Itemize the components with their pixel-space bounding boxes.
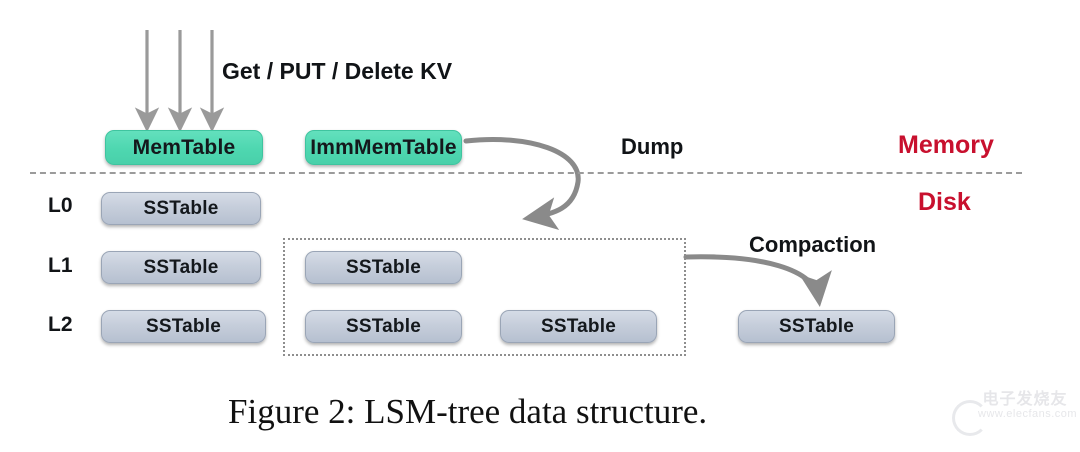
node-immmemtable[interactable]: ImmMemTable xyxy=(305,130,462,165)
node-memtable[interactable]: MemTable xyxy=(105,130,263,165)
watermark-url: www.elecfans.com xyxy=(978,407,1078,420)
node-immmemtable-label: ImmMemTable xyxy=(310,135,457,159)
node-sstable-l2-label: SSTable xyxy=(146,315,221,337)
node-sstable-l2[interactable]: SSTable xyxy=(101,310,266,343)
node-sstable-l1-label: SSTable xyxy=(143,256,219,278)
figure-caption: Figure 2: LSM-tree data structure. xyxy=(228,392,708,431)
node-sstable-l0[interactable]: SSTable xyxy=(101,192,261,225)
node-sstable-selected-1-label: SSTable xyxy=(346,256,421,278)
compaction-arrow xyxy=(683,254,832,307)
node-sstable-selected-2-label: SSTable xyxy=(346,315,421,337)
watermark: 电子发烧友 www.elecfans.com xyxy=(952,391,1078,436)
compaction-selection-box[interactable] xyxy=(283,238,686,356)
memory-tier-label: Memory xyxy=(898,131,994,159)
level-label-l0: L0 xyxy=(48,194,73,217)
compaction-label: Compaction xyxy=(749,232,877,257)
node-sstable-l0-label: SSTable xyxy=(143,197,219,219)
level-label-l2: L2 xyxy=(48,313,73,336)
node-sstable-compacted-label: SSTable xyxy=(779,315,854,337)
disk-tier-label: Disk xyxy=(918,188,971,216)
memory-disk-divider xyxy=(30,172,1022,174)
dump-arrow xyxy=(463,136,581,231)
input-arrow-group xyxy=(134,30,225,133)
level-label-l1: L1 xyxy=(48,254,73,277)
node-sstable-selected-2[interactable]: SSTable xyxy=(305,310,462,343)
watermark-text: 电子发烧友 xyxy=(982,391,1068,408)
node-sstable-selected-3[interactable]: SSTable xyxy=(500,310,657,343)
operations-label: Get / PUT / Delete KV xyxy=(222,58,453,84)
node-sstable-selected-1[interactable]: SSTable xyxy=(305,251,462,284)
watermark-logo-icon xyxy=(952,400,988,436)
node-sstable-l1[interactable]: SSTable xyxy=(101,251,261,284)
node-sstable-compacted[interactable]: SSTable xyxy=(738,310,895,343)
dump-label: Dump xyxy=(621,134,684,159)
node-sstable-selected-3-label: SSTable xyxy=(541,315,616,337)
node-memtable-label: MemTable xyxy=(132,135,236,159)
